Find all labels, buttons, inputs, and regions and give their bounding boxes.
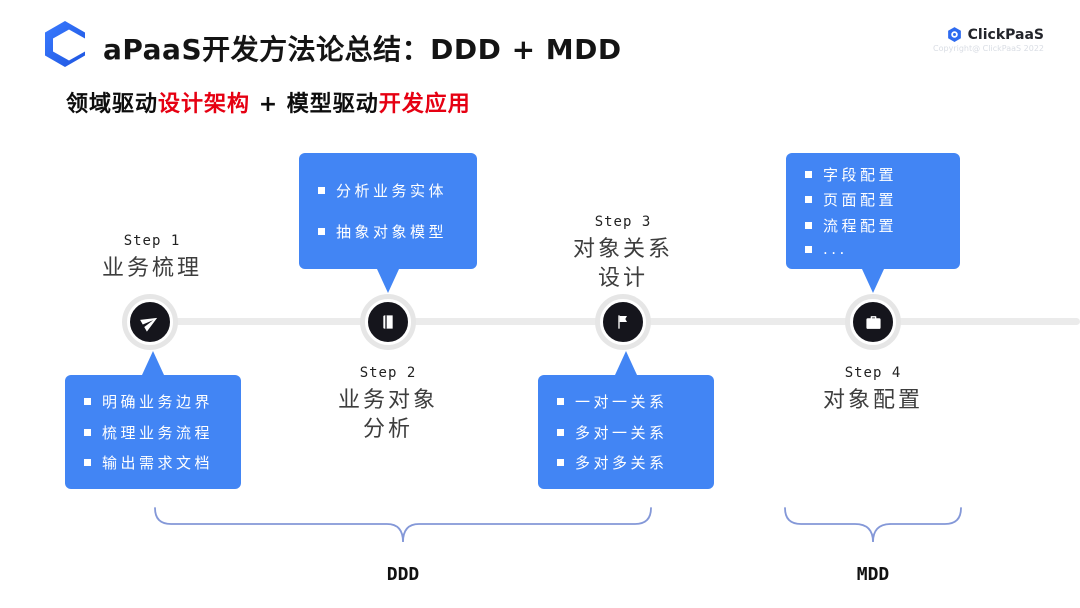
paper-plane-icon xyxy=(138,310,163,335)
book-icon xyxy=(380,314,396,330)
callout-item: 一对一关系 xyxy=(538,391,714,412)
callout-item: 抽象对象模型 xyxy=(299,221,477,242)
callout-item: 梳理业务流程 xyxy=(65,422,241,443)
square-bullet-icon xyxy=(318,228,325,236)
step-3-node xyxy=(595,294,651,350)
square-bullet-icon xyxy=(557,397,564,405)
mdd-group-label: MDD xyxy=(856,564,890,585)
mdd-brace xyxy=(784,507,962,543)
square-bullet-icon xyxy=(84,428,91,436)
step-2-node xyxy=(360,294,416,350)
square-bullet-icon xyxy=(318,186,325,194)
callout-item: 多对一关系 xyxy=(538,422,714,443)
subtitle-part-4-red: 开发应用 xyxy=(378,92,471,117)
step-2-title: 业务对象 分析 xyxy=(337,388,438,442)
square-bullet-icon xyxy=(557,459,564,467)
square-bullet-icon xyxy=(557,428,564,436)
step-2-callout: 分析业务实体 抽象对象模型 xyxy=(299,153,477,293)
step-3-label: Step 3 xyxy=(594,214,652,230)
callout-item: 字段配置 xyxy=(786,164,960,185)
step-4-label: Step 4 xyxy=(844,365,902,381)
step-4-label-block: Step 4 对象配置 xyxy=(788,365,958,415)
step-1-node xyxy=(122,294,178,350)
callout-item: 多对多关系 xyxy=(538,452,714,473)
brand-block: ClickPaaS Copyright@ ClickPaaS 2022 xyxy=(933,26,1044,54)
briefcase-icon xyxy=(865,314,882,331)
step-4-title: 对象配置 xyxy=(822,388,923,413)
square-bullet-icon xyxy=(84,397,91,405)
step-1-label-block: Step 1 业务梳理 xyxy=(67,233,237,283)
square-bullet-icon xyxy=(805,245,812,253)
subtitle-part-1: 领域驱动 xyxy=(66,92,159,117)
ddd-brace xyxy=(154,507,652,543)
callout-tail xyxy=(142,351,164,375)
copyright-text: Copyright@ ClickPaaS 2022 xyxy=(933,44,1044,53)
page-title: aPaaS开发方法论总结：DDD + MDD xyxy=(103,33,622,66)
flag-icon xyxy=(615,314,631,330)
callout-item: 流程配置 xyxy=(786,215,960,236)
square-bullet-icon xyxy=(805,170,812,178)
callout-item: 明确业务边界 xyxy=(65,391,241,412)
step-4-callout: 字段配置 页面配置 流程配置 ... xyxy=(786,153,960,293)
subtitle: 领域驱动设计架构 + 模型驱动开发应用 xyxy=(66,86,471,118)
step-3-callout: 一对一关系 多对一关系 多对多关系 xyxy=(538,351,714,489)
callout-tail xyxy=(377,269,399,293)
square-bullet-icon xyxy=(84,459,91,467)
subtitle-part-2-red: 设计架构 xyxy=(158,92,251,117)
clickpaas-logo-icon xyxy=(946,26,963,43)
callout-item: 分析业务实体 xyxy=(299,180,477,201)
subtitle-part-3: + 模型驱动 xyxy=(250,92,379,117)
ddd-group-label: DDD xyxy=(386,564,420,585)
callout-item: 页面配置 xyxy=(786,189,960,210)
brand-name: ClickPaaS xyxy=(967,26,1044,43)
step-1-label: Step 1 xyxy=(123,233,181,249)
step-3-title: 对象关系 设计 xyxy=(572,237,673,291)
step-2-label-block: Step 2 业务对象 分析 xyxy=(303,365,473,444)
hexagon-logo-icon xyxy=(40,19,90,69)
step-1-callout: 明确业务边界 梳理业务流程 输出需求文档 xyxy=(65,351,241,489)
callout-item: ... xyxy=(786,240,960,258)
callout-tail xyxy=(615,351,637,375)
square-bullet-icon xyxy=(805,221,812,229)
callout-tail xyxy=(862,269,884,293)
callout-item: 输出需求文档 xyxy=(65,452,241,473)
step-4-node xyxy=(845,294,901,350)
step-1-title: 业务梳理 xyxy=(101,256,202,281)
step-3-label-block: Step 3 对象关系 设计 xyxy=(538,214,708,293)
step-2-label: Step 2 xyxy=(359,365,417,381)
square-bullet-icon xyxy=(805,196,812,204)
